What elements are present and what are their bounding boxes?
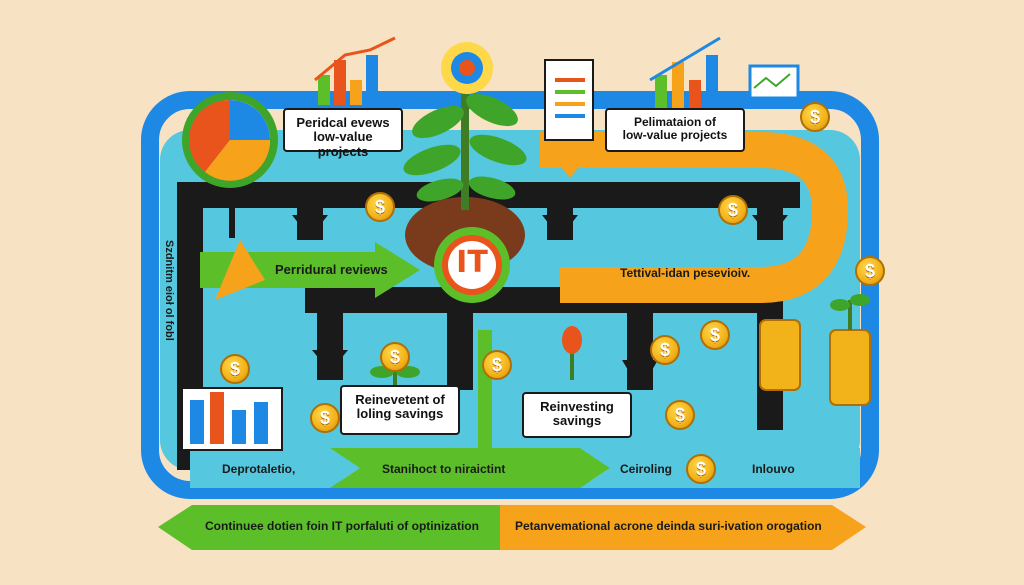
orange-return-arrow — [540, 132, 849, 303]
bottom-band-right — [580, 448, 860, 488]
side-vertical-text: Szdnitm eioł ol fobl — [163, 240, 175, 341]
sprout-leaf-right — [850, 294, 870, 306]
coin-4: $ — [855, 256, 885, 286]
plant-leaves — [403, 93, 527, 202]
coin-stack-left — [759, 319, 801, 391]
pie-slice-orange — [205, 140, 271, 181]
bar-chart-top-right — [655, 55, 718, 115]
bar-chart-top-left — [318, 55, 378, 105]
label-periodic-reviews: Perridural reviews — [275, 262, 388, 277]
it-label: IT — [456, 245, 488, 280]
coin-2: $ — [718, 195, 748, 225]
coin-8: $ — [310, 403, 340, 433]
it-inner-disc — [448, 241, 496, 289]
black-arrowheads — [292, 215, 788, 390]
trend-arrow-top-left — [314, 36, 396, 82]
coin-7: $ — [482, 350, 512, 380]
sun-flower-center — [459, 60, 475, 76]
coin-12: $ — [686, 454, 716, 484]
coin-10: $ — [700, 320, 730, 350]
orange-arrowhead — [540, 140, 600, 178]
banner-text-left: Continuee dotien foin IT porfaluti of op… — [205, 519, 479, 533]
label-retrieval: Tettival-idan pesevioiv. — [620, 266, 751, 280]
box-elimination: Pelimataion of low-value projects — [605, 108, 745, 152]
bottom-label-3: Ceiroling — [620, 462, 673, 476]
pie-slice-red — [188, 99, 230, 172]
sprout-leaf-left — [830, 299, 850, 311]
bottom-band-left — [190, 448, 360, 488]
monitor-icon — [748, 64, 800, 100]
blue-loop-pipe — [141, 91, 879, 499]
coin-5: $ — [220, 354, 250, 384]
coin-11: $ — [665, 400, 695, 430]
box-periodic-reviews: Peridcal evews low-value projects — [283, 108, 403, 158]
trend-arrow-top-right — [649, 36, 721, 82]
banner-left-arrow — [158, 505, 500, 550]
bottom-label-1: Deprotaletio, — [222, 462, 296, 476]
coin-9: $ — [650, 335, 680, 365]
coin-1: $ — [365, 192, 395, 222]
tulip-bloom — [562, 326, 582, 354]
coin-3: $ — [800, 102, 830, 132]
bottom-band-green — [330, 448, 610, 488]
box-reinvestment-left: Reinevetent of loling savings — [340, 385, 460, 435]
box-reinvestment-right: Reinvesting savings — [522, 392, 632, 438]
bottom-label-4: Inlouvo — [752, 462, 795, 476]
bottom-label-2: Stanihoct to niraictint — [382, 462, 506, 476]
pie-slice-blue — [230, 100, 270, 140]
banner-text-right: Petanvemational acrone deinda suri-ivati… — [515, 519, 822, 533]
green-arrowhead — [375, 242, 420, 298]
coin-stack-right — [829, 329, 871, 406]
coin-6: $ — [380, 342, 410, 372]
orange-pointer — [215, 240, 265, 300]
clipboard — [544, 59, 594, 141]
banner-right-arrow — [500, 505, 866, 550]
